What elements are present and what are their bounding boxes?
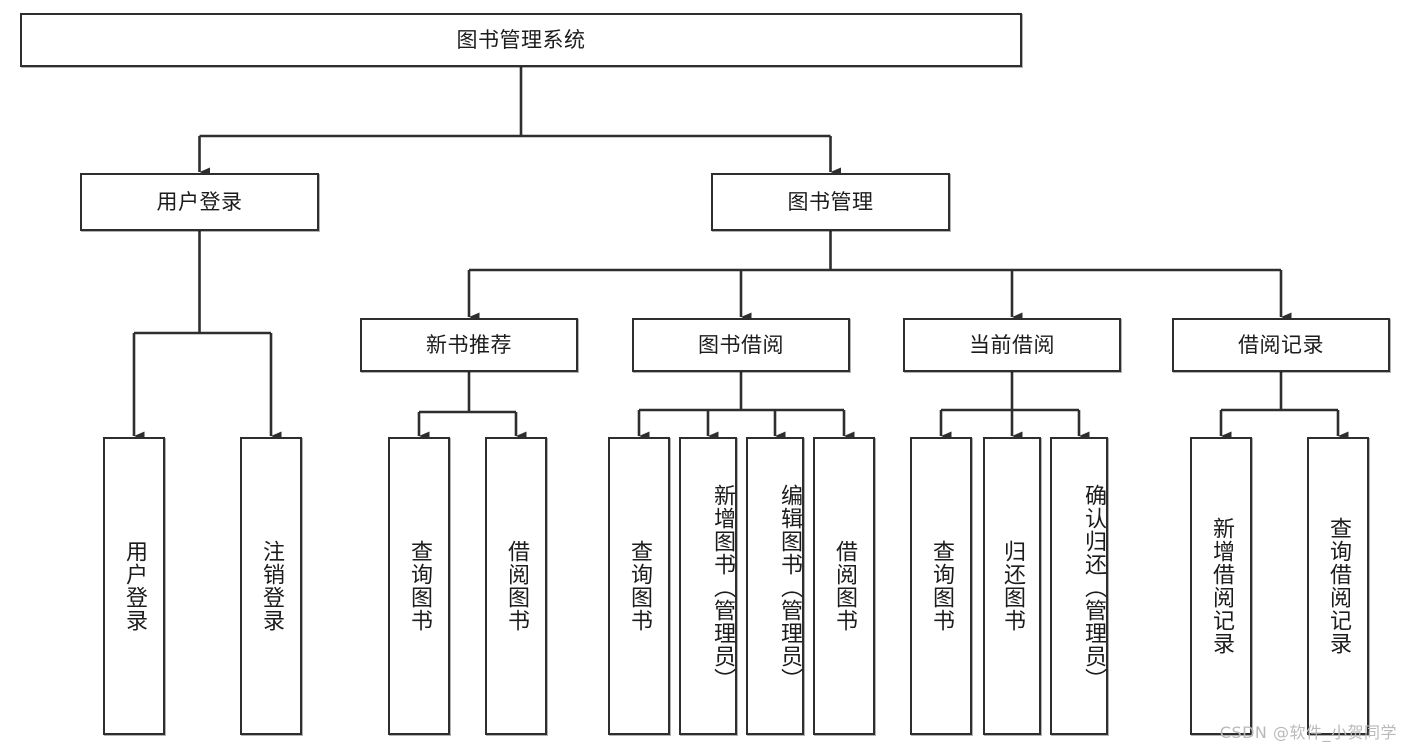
node-label: 查询图书 [928, 540, 954, 632]
node-label: 借阅图书 [831, 540, 857, 632]
node-label: 查询图书 [626, 540, 652, 632]
node-leaf-return-book[interactable]: 归还图书 [983, 437, 1041, 735]
node-leaf-logout[interactable]: 注销登录 [240, 437, 302, 735]
node-label: 编辑图书（管理员） [777, 483, 802, 691]
node-leaf-confirm-return[interactable]: 确认归还（管理员） [1050, 437, 1108, 735]
node-label: 图书借阅 [698, 332, 784, 357]
node-label: 借阅记录 [1238, 332, 1324, 357]
node-leaf-borrow-book-rec[interactable]: 借阅图书 [485, 437, 547, 735]
node-label: 当前借阅 [969, 332, 1055, 357]
edges-group [132, 67, 1349, 441]
node-label: 查询借阅记录 [1325, 517, 1351, 655]
node-label: 注销登录 [258, 540, 284, 632]
node-label: 新书推荐 [426, 332, 512, 357]
csdn-watermark: CSDN @软件_小贺同学 [1219, 723, 1397, 742]
node-label: 用户登录 [121, 540, 147, 632]
node-book-manage[interactable]: 图书管理 [711, 173, 950, 231]
node-leaf-borrow-book-b[interactable]: 借阅图书 [813, 437, 875, 735]
node-leaf-query-book-b[interactable]: 查询图书 [608, 437, 670, 735]
node-leaf-query-book-rec[interactable]: 查询图书 [388, 437, 450, 735]
node-root[interactable]: 图书管理系统 [20, 13, 1022, 67]
node-label: 借阅图书 [503, 540, 529, 632]
node-label: 新增图书（管理员） [710, 483, 735, 691]
node-leaf-query-record[interactable]: 查询借阅记录 [1307, 437, 1369, 735]
node-label: 归还图书 [999, 540, 1025, 632]
node-leaf-query-book-c[interactable]: 查询图书 [910, 437, 972, 735]
node-label: 用户登录 [156, 189, 243, 214]
node-user-login[interactable]: 用户登录 [80, 173, 319, 231]
node-current-borrow[interactable]: 当前借阅 [903, 318, 1121, 372]
node-label: 查询图书 [406, 540, 432, 632]
node-label: 确认归还（管理员） [1081, 483, 1106, 691]
node-label: 新增借阅记录 [1208, 517, 1234, 655]
node-label: 图书管理 [787, 189, 874, 214]
node-label: 图书管理系统 [456, 27, 586, 52]
node-new-book-rec[interactable]: 新书推荐 [360, 318, 578, 372]
node-leaf-edit-book[interactable]: 编辑图书（管理员） [746, 437, 804, 735]
node-leaf-add-book[interactable]: 新增图书（管理员） [679, 437, 737, 735]
node-leaf-add-record[interactable]: 新增借阅记录 [1190, 437, 1252, 735]
node-book-borrow[interactable]: 图书借阅 [632, 318, 850, 372]
node-leaf-user-login[interactable]: 用户登录 [103, 437, 165, 735]
node-borrow-record[interactable]: 借阅记录 [1172, 318, 1390, 372]
